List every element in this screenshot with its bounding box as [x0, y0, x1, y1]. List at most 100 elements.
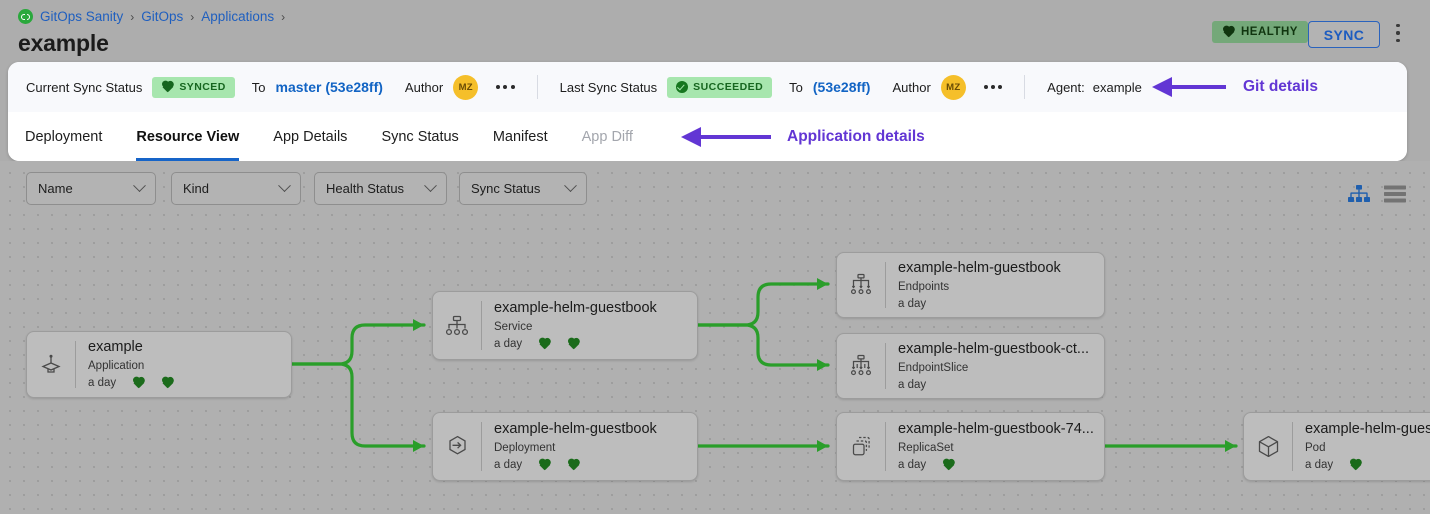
graph-node-endpointslice[interactable]: example-helm-guestbook-ct... EndpointSli…: [836, 333, 1105, 399]
tree-view-icon[interactable]: [1348, 185, 1370, 203]
tab-sync-status[interactable]: Sync Status: [381, 128, 459, 145]
breadcrumb-separator: ›: [281, 9, 286, 24]
sync-heart-icon: [161, 377, 174, 389]
annotation-arrow-git-details: [1152, 77, 1226, 97]
last-sync-status-badge: SUCCEEDED: [667, 76, 773, 98]
node-age: a day: [898, 297, 927, 310]
filter-name[interactable]: Name: [26, 172, 156, 205]
page-title: example: [18, 30, 109, 56]
current-sync-status-label: Current Sync Status: [26, 79, 143, 95]
sync-button[interactable]: SYNC: [1308, 21, 1380, 48]
list-view-icon[interactable]: [1384, 185, 1406, 203]
filter-name-label: Name: [38, 181, 73, 196]
node-kind: Deployment: [494, 442, 556, 454]
sync-heart-icon: [567, 459, 580, 471]
filter-kind-label: Kind: [183, 181, 210, 196]
last-more-dots-icon[interactable]: [983, 85, 1003, 89]
heart-icon: [161, 81, 174, 93]
node-kind: Endpoints: [898, 280, 950, 293]
health-badge-label: HEALTHY: [1241, 26, 1298, 38]
graph-node-endpoints[interactable]: example-helm-guestbook Endpoints a day: [836, 252, 1105, 318]
node-age: a day: [898, 378, 927, 391]
current-sync-status-badge: SYNCED: [152, 76, 235, 98]
annotation-label-git-details: Git details: [1243, 78, 1318, 95]
agent-group: Agent: example: [1047, 62, 1142, 112]
current-more-dots-icon[interactable]: [496, 85, 515, 89]
node-kind: Service: [494, 321, 533, 333]
health-heart-icon: [1349, 459, 1362, 471]
filter-kind[interactable]: Kind: [171, 172, 301, 205]
avatar[interactable]: MZ: [940, 74, 966, 100]
filter-sync-status-label: Sync Status: [471, 181, 541, 196]
filter-health-status-label: Health Status: [326, 181, 405, 196]
health-heart-icon: [132, 377, 145, 389]
health-heart-icon: [942, 459, 955, 471]
breadcrumb-separator: ›: [130, 9, 135, 24]
graph-node-replicaset[interactable]: example-helm-guestbook-74... ReplicaSet …: [836, 412, 1105, 481]
replicaset-icon: [837, 434, 885, 459]
last-sync-status-group: Last Sync Status SUCCEEDED To (53e28ff) …: [560, 62, 1003, 112]
resource-graph-canvas[interactable]: Name Kind Health Status Sync Status exam…: [0, 161, 1430, 514]
kebab-menu-icon[interactable]: [1392, 22, 1404, 44]
deployment-icon: [433, 434, 481, 459]
last-to-label: To: [789, 79, 803, 95]
chevron-down-icon: [278, 179, 291, 193]
current-author-label: Author: [404, 79, 444, 95]
node-name: example-helm-guestbook: [494, 421, 657, 437]
breadcrumb-separator: ›: [190, 9, 195, 24]
node-age: a day: [88, 377, 117, 389]
node-name: example-helm-guest: [1305, 421, 1430, 437]
node-name: example-helm-guestbook-74...: [898, 421, 1094, 437]
node-age: a day: [1305, 459, 1334, 471]
node-kind: ReplicaSet: [898, 442, 954, 454]
current-sync-status-value: SYNCED: [179, 81, 226, 93]
health-heart-icon: [538, 338, 551, 350]
sync-heart-icon: [567, 338, 580, 350]
chevron-down-icon: [133, 179, 146, 193]
breadcrumb-item-0[interactable]: GitOps Sanity: [40, 9, 124, 24]
graph-node-pod[interactable]: example-helm-guest Pod a day: [1243, 412, 1430, 481]
divider: [536, 75, 538, 99]
filter-health-status[interactable]: Health Status: [314, 172, 447, 205]
gitops-logo-icon: [18, 9, 33, 24]
endpoints-icon: [837, 273, 885, 297]
tab-deployment[interactable]: Deployment: [25, 128, 103, 145]
node-name: example: [88, 339, 143, 355]
breadcrumb-item-2[interactable]: Applications: [201, 9, 275, 24]
node-kind: Pod: [1305, 442, 1326, 454]
tab-app-diff: App Diff: [581, 128, 633, 145]
application-icon: [27, 353, 75, 377]
filter-sync-status[interactable]: Sync Status: [459, 172, 587, 205]
tab-resource-view[interactable]: Resource View: [136, 112, 239, 161]
node-name: example-helm-guestbook-ct...: [898, 340, 1089, 357]
current-revision[interactable]: master (53e28ff): [275, 79, 383, 95]
tab-app-details[interactable]: App Details: [273, 128, 348, 145]
check-circle-icon: [676, 81, 689, 93]
node-age: a day: [898, 459, 927, 471]
graph-node-service[interactable]: example-helm-guestbook Service a day: [432, 291, 698, 360]
tab-manifest[interactable]: Manifest: [492, 128, 548, 145]
app-info-panel: Current Sync Status SYNCED To master (53…: [8, 62, 1407, 161]
current-sync-status-group: Current Sync Status SYNCED To master (53…: [26, 62, 515, 112]
chevron-down-icon: [424, 179, 437, 193]
last-revision[interactable]: (53e28ff): [812, 79, 871, 95]
breadcrumb-item-1[interactable]: GitOps: [141, 9, 184, 24]
graph-node-deployment[interactable]: example-helm-guestbook Deployment a day: [432, 412, 698, 481]
node-age: a day: [494, 338, 523, 350]
last-sync-status-value: SUCCEEDED: [693, 81, 764, 93]
node-name: example-helm-guestbook: [494, 300, 657, 316]
status-badge-health: HEALTHY: [1212, 21, 1308, 43]
annotation-arrow-application-details: [681, 127, 771, 147]
agent-label: Agent:: [1047, 79, 1085, 95]
avatar[interactable]: MZ: [453, 74, 479, 100]
node-kind: EndpointSlice: [898, 361, 969, 374]
page-header: GitOps Sanity › GitOps › Applications › …: [0, 0, 1430, 64]
divider: [1024, 75, 1026, 99]
last-sync-status-label: Last Sync Status: [559, 79, 658, 95]
chevron-down-icon: [564, 179, 577, 193]
graph-node-application[interactable]: example Application a day: [26, 331, 292, 398]
node-name: example-helm-guestbook: [898, 259, 1061, 276]
agent-value: example: [1092, 79, 1142, 95]
pod-icon: [1244, 434, 1292, 459]
endpointslice-icon: [837, 354, 885, 378]
